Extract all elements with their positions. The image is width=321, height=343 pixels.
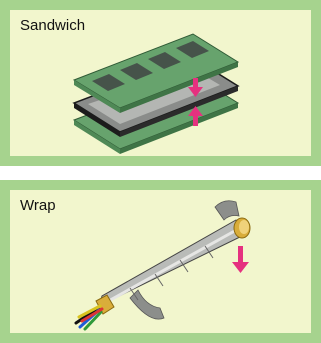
cable-body bbox=[98, 220, 246, 310]
tape-strip-bottom bbox=[130, 290, 164, 319]
tape-strip-top bbox=[215, 201, 239, 220]
cable-wrap-icon bbox=[10, 190, 311, 333]
down-arrow-icon bbox=[232, 246, 249, 273]
exposed-wires bbox=[76, 306, 102, 329]
sandwich-panel: Sandwich bbox=[0, 0, 321, 166]
sandwich-panel-background: Sandwich bbox=[10, 10, 311, 156]
wrap-panel: Wrap bbox=[0, 180, 321, 343]
wrap-panel-background: Wrap bbox=[10, 190, 311, 333]
memory-module-shield-icon bbox=[10, 10, 311, 156]
